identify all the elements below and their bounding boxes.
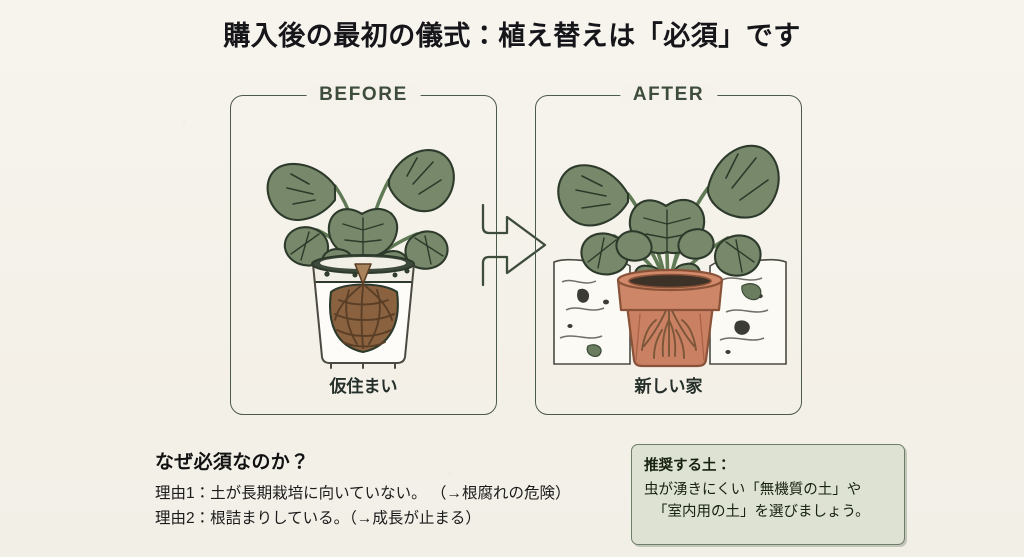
after-illustration bbox=[536, 114, 801, 372]
soil-ground bbox=[553, 258, 787, 365]
panel-before-label: BEFORE bbox=[306, 84, 421, 106]
recommended-soil-callout: 推奨する土： 虫が湧きにくい「無機質の土」や 「室内用の土」を選びましょう。 bbox=[631, 444, 905, 545]
page-title: 購入後の最初の儀式：植え替えは「必須」です bbox=[223, 21, 801, 51]
tip-line-2: 「室内用の土」を選びましょう。 bbox=[653, 504, 870, 521]
reason-item-2: 理由2：根詰まりしている。（→成長が止まる） bbox=[155, 510, 481, 528]
reasons-block: なぜ必須なのか？ 理由1：土が長期栽培に向いていない。 （→根腐れの危険） 理由… bbox=[155, 447, 625, 531]
panel-after-label: AFTER bbox=[619, 84, 718, 106]
panel-after: AFTER bbox=[535, 84, 802, 415]
before-illustration bbox=[231, 114, 496, 372]
tip-line-1: 虫が湧きにくい「無機質の土」や bbox=[644, 482, 862, 498]
panel-after-caption: 新しい家 bbox=[634, 377, 703, 396]
reason-item-1: 理由1：土が長期栽培に向いていない。 （→根腐れの危険） bbox=[155, 485, 571, 502]
reasons-heading: なぜ必須なのか？ bbox=[155, 452, 310, 473]
panel-before-caption: 仮住まい bbox=[329, 377, 398, 396]
right-arrow-icon bbox=[479, 199, 549, 291]
panel-before: BEFORE bbox=[230, 84, 497, 415]
tip-title: 推奨する土： bbox=[644, 458, 731, 474]
